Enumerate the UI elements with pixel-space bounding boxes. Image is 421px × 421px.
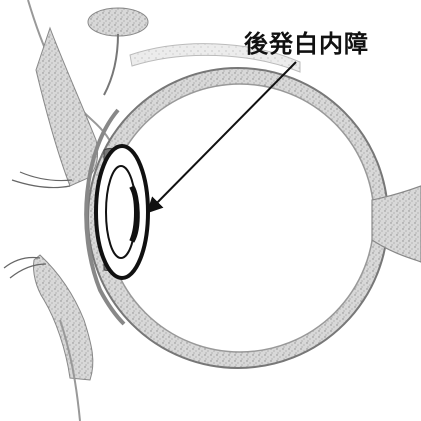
upper-eyelid: [36, 28, 98, 186]
lower-eyelid: [33, 255, 92, 380]
nerve-tuft: [88, 8, 148, 95]
intraocular-lens: [106, 166, 136, 258]
upper-eyelash: [12, 172, 72, 188]
diagram-label: 後発白内障: [244, 30, 369, 58]
